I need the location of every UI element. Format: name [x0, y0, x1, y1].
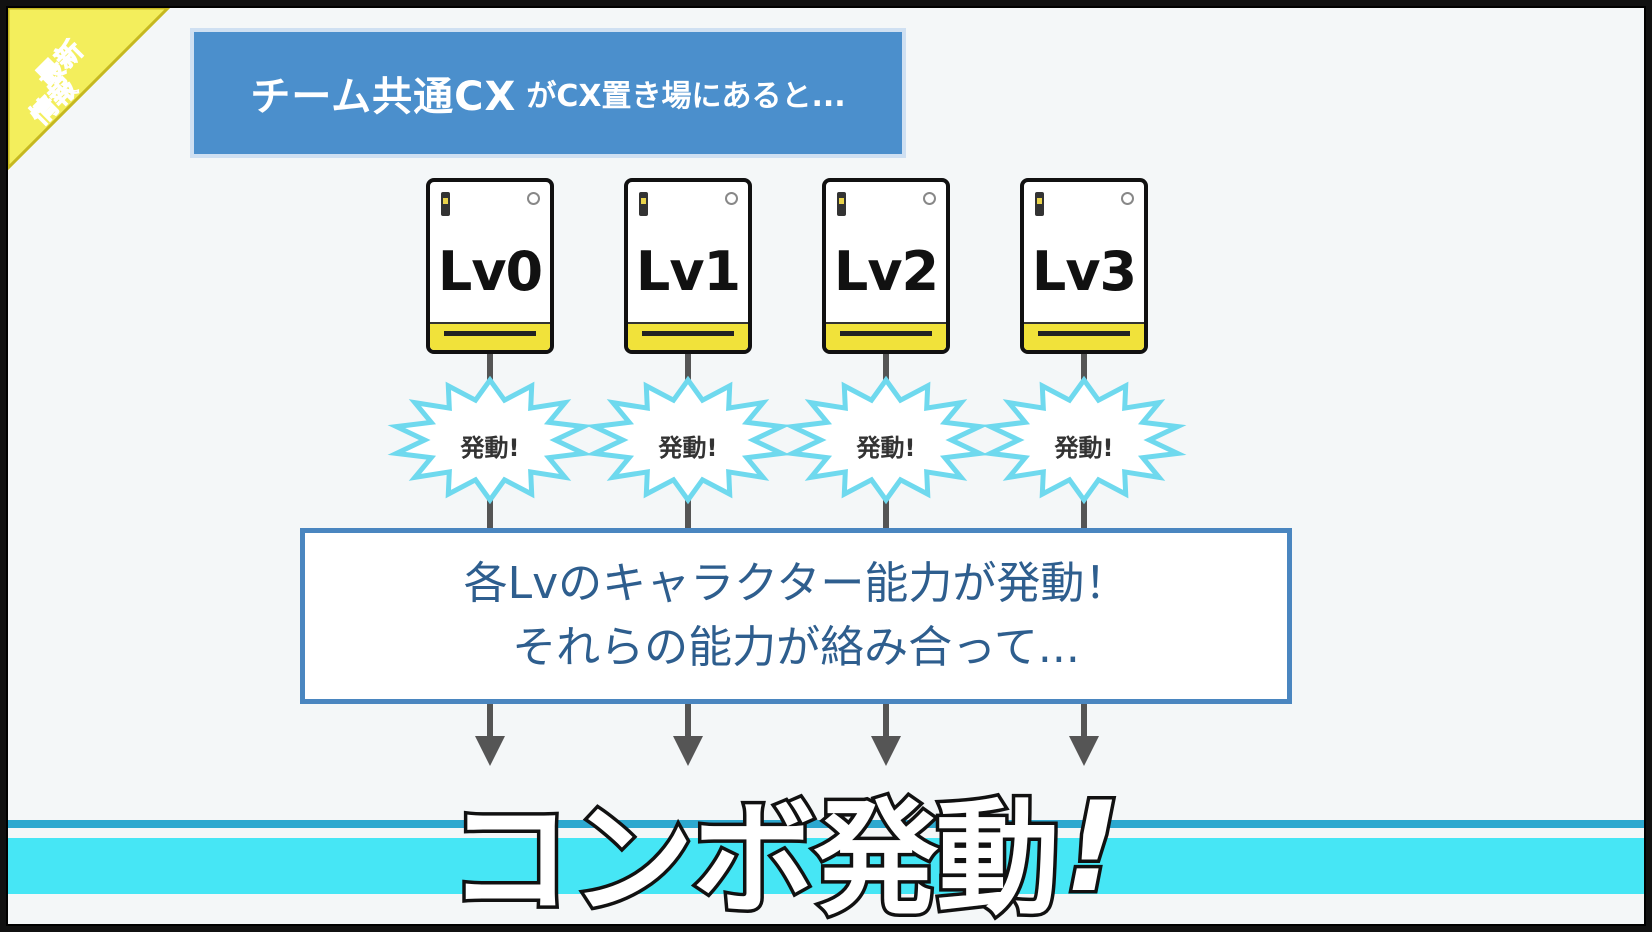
message-line-1: 各Lvのキャラクター能力が発動！: [463, 558, 1129, 609]
arrow-down-icon-lv3: [1069, 736, 1099, 766]
trigger-label-lv1: 発動!: [658, 434, 718, 462]
card-hole-icon: [527, 192, 540, 205]
card-lv0: Lv0: [426, 178, 554, 354]
combo-headline: コンボ発動 !: [444, 773, 1208, 925]
card-label: Lv0: [437, 240, 543, 303]
card-chip-icon: [1035, 192, 1044, 216]
card-lv1: Lv1: [624, 178, 752, 354]
title-main: チーム共通CX: [250, 74, 517, 120]
down-arrows: [475, 704, 1099, 766]
accent-band-thin: [8, 820, 1644, 828]
card-label: Lv1: [635, 240, 741, 303]
burst-icon-lv3: [981, 375, 1187, 505]
accent-band: [8, 838, 1644, 894]
card-chip-icon: [837, 192, 846, 216]
arrow-down-icon-lv1: [673, 736, 703, 766]
corner-ribbon-icon: 最新 情報: [8, 8, 171, 171]
message-line-2: それらの能力が絡み合って...: [512, 622, 1080, 673]
title-sub: がCX置き場にあると...: [526, 79, 846, 114]
card-label: Lv2: [833, 240, 939, 303]
burst-icon-lv1: [585, 375, 791, 505]
card-strip: [826, 322, 946, 350]
trigger-label-lv2: 発動!: [856, 434, 916, 462]
card-hole-icon: [923, 192, 936, 205]
slide: 最新 情報 チーム共通CX がCX置き場にあると... Lv0 Lv1: [6, 6, 1646, 926]
message-box: 各Lvのキャラクター能力が発動！ それらの能力が絡み合って...: [300, 528, 1292, 704]
card-label: Lv3: [1031, 240, 1137, 303]
card-hole-icon: [1121, 192, 1134, 205]
card-chip-icon: [639, 192, 648, 216]
card-lv2: Lv2: [822, 178, 950, 354]
card-lv3: Lv3: [1020, 178, 1148, 354]
trigger-label-lv0: 発動!: [460, 434, 520, 462]
card-strip: [1024, 322, 1144, 350]
card-hole-icon: [725, 192, 738, 205]
combo-text: コンボ発動: [444, 785, 1063, 926]
card-strip: [430, 322, 550, 350]
flow-diagram: [387, 354, 1187, 766]
card-strip: [628, 322, 748, 350]
arrow-down-icon-lv0: [475, 736, 505, 766]
arrow-down-icon-lv2: [871, 736, 901, 766]
burst-icon-lv0: [387, 375, 593, 505]
combo-mark: !: [1061, 773, 1124, 924]
connector-lines: [487, 354, 1087, 528]
burst-icon-lv2: [783, 375, 989, 505]
trigger-label-lv3: 発動!: [1054, 434, 1114, 462]
card-chip-icon: [441, 192, 450, 216]
title-banner: チーム共通CX がCX置き場にあると...: [190, 28, 906, 158]
trigger-bursts: [387, 375, 1187, 505]
